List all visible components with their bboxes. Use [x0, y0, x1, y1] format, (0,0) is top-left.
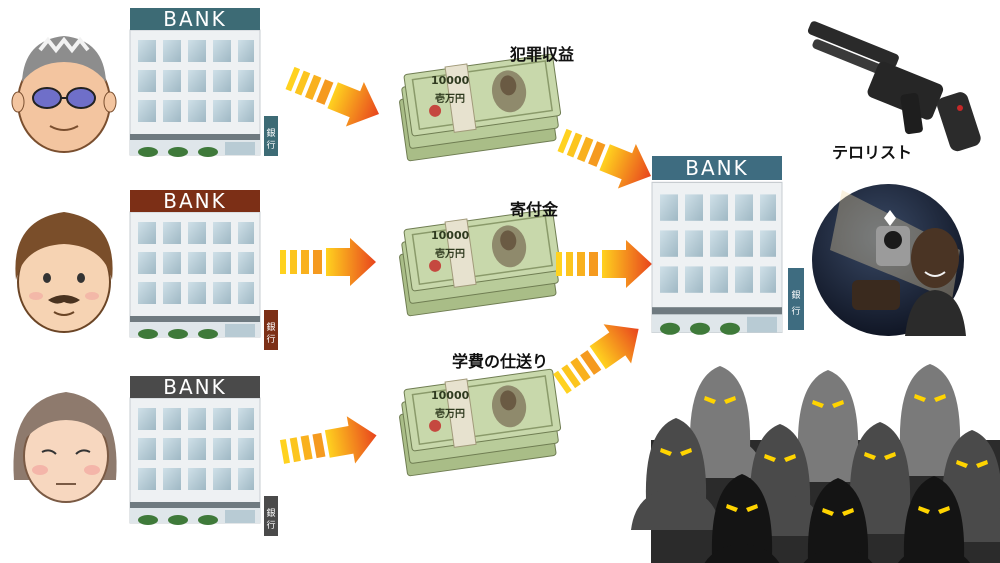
bank-middle: BANK 銀 行: [129, 189, 278, 350]
arrow-money-donation-to-bank: [556, 240, 652, 288]
bank-receiver: BANK 銀 行: [651, 156, 804, 336]
svg-text:行: 行: [791, 305, 800, 317]
label-donation: 寄付金: [510, 200, 559, 219]
label-criminal-proceeds: 犯罪収益: [509, 45, 574, 64]
svg-text:壱万円: 壱万円: [435, 407, 465, 420]
svg-text:銀: 銀: [266, 127, 275, 139]
label-tuition-remittance: 学費の仕送り: [452, 352, 548, 371]
terrorist-with-gun: [812, 184, 966, 336]
svg-text:行: 行: [266, 139, 275, 151]
hooded-crowd: [631, 364, 1000, 563]
shotgun-image: [807, 21, 981, 152]
svg-text:10000: 10000: [431, 74, 470, 87]
arrow-bank-top-to-money: [281, 55, 389, 137]
money-stack-donation: 10000 壱万円: [394, 206, 566, 317]
svg-text:行: 行: [266, 519, 275, 531]
arrow-money-criminal-to-bank: [553, 117, 661, 199]
svg-text:行: 行: [266, 333, 275, 345]
money-stack-criminal: 10000 壱万円: [394, 51, 566, 162]
bank-sign-text: BANK: [163, 375, 226, 399]
svg-text:10000: 10000: [431, 229, 470, 242]
bank-sign-text: BANK: [163, 189, 226, 213]
svg-text:壱万円: 壱万円: [435, 92, 465, 105]
svg-text:銀: 銀: [266, 321, 275, 333]
label-terrorist: テロリスト: [832, 143, 912, 162]
person-sunglasses-man: [11, 36, 117, 153]
bank-sign-text: BANK: [163, 7, 226, 31]
bank-bottom: BANK 銀 行: [129, 375, 278, 536]
person-woman: [13, 392, 117, 503]
arrow-bank-bottom-to-money: [277, 411, 381, 476]
svg-text:銀: 銀: [791, 289, 800, 301]
svg-text:銀: 銀: [266, 507, 275, 519]
svg-text:10000: 10000: [431, 389, 470, 402]
bank-sign-text: BANK: [685, 156, 748, 180]
money-stack-tuition: 10000 壱万円: [394, 366, 566, 477]
arrow-bank-middle-to-money: [280, 238, 376, 286]
person-mustache-man: [15, 212, 113, 333]
svg-text:壱万円: 壱万円: [435, 247, 465, 260]
bank-top: BANK 銀 行: [129, 7, 278, 158]
arrow-money-tuition-to-bank: [546, 309, 653, 404]
